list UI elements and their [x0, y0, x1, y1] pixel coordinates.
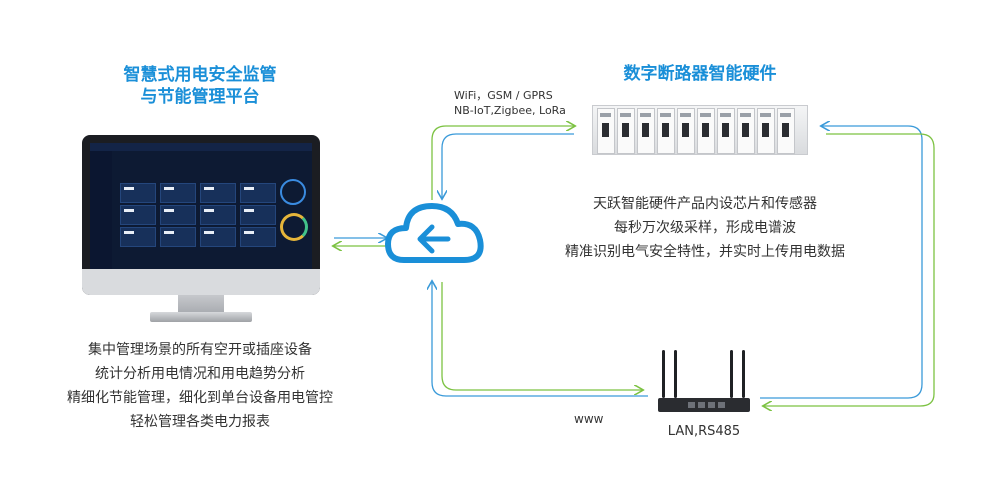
www-label: www — [574, 412, 604, 426]
cloud-icon — [385, 203, 484, 263]
router-icon — [658, 350, 750, 412]
platform-title-line1: 智慧式用电安全监管 — [123, 65, 277, 85]
breaker-icon — [592, 105, 808, 155]
monitor-icon — [82, 135, 320, 295]
protocols-line2: NB-IoT,Zigbee, LoRa — [454, 104, 566, 117]
platform-desc-line: 统计分析用电情况和用电趋势分析 — [95, 366, 305, 382]
platform-desc-line: 精细化节能管理，细化到单台设备用电管控 — [67, 390, 333, 406]
dashboard-screenshot — [90, 143, 312, 269]
arrow-left-icon — [417, 224, 451, 254]
monitor-stand — [178, 295, 224, 313]
platform-title: 智慧式用电安全监管 与节能管理平台 — [100, 64, 300, 108]
platform-desc-line: 轻松管理各类电力报表 — [130, 414, 270, 430]
hardware-description: 天跃智能硬件产品内设芯片和传感器 每秒万次级采样，形成电谱波 精准识别电气安全特… — [555, 192, 855, 264]
platform-title-line2: 与节能管理平台 — [140, 87, 260, 107]
router-label: LAN,RS485 — [667, 424, 741, 439]
arrow-cloud-to-router — [441, 282, 642, 390]
arrow-breaker-to-cloud — [442, 133, 574, 198]
arrow-breaker-to-router — [764, 133, 935, 406]
protocols-label: WiFi，GSM / GPRS NB-IoT,Zigbee, LoRa — [454, 88, 594, 118]
arrow-router-to-cloud — [432, 282, 648, 397]
hardware-desc-line: 精准识别电气安全特性，并实时上传用电数据 — [565, 244, 845, 260]
protocols-line1: WiFi，GSM / GPRS — [454, 89, 553, 102]
arrow-cloud-to-breaker — [431, 126, 574, 200]
arrow-router-to-breaker — [760, 126, 923, 399]
platform-description: 集中管理场景的所有空开或插座设备 统计分析用电情况和用电趋势分析 精细化节能管理… — [60, 338, 340, 434]
hardware-desc-line: 每秒万次级采样，形成电谱波 — [614, 220, 796, 236]
hardware-title: 数字断路器智能硬件 — [623, 64, 777, 84]
platform-desc-line: 集中管理场景的所有空开或插座设备 — [88, 342, 312, 358]
hardware-desc-line: 天跃智能硬件产品内设芯片和传感器 — [593, 196, 817, 212]
monitor-base — [150, 312, 252, 322]
